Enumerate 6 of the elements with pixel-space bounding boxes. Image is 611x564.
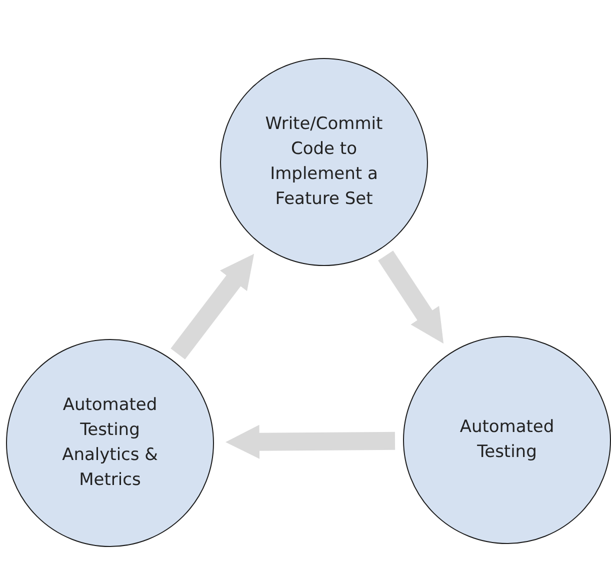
block-arrow xyxy=(378,250,444,344)
block-arrow xyxy=(170,254,254,360)
node-label: Automated Testing Analytics & Metrics xyxy=(61,394,159,492)
block-arrow xyxy=(225,424,396,459)
node-label: Automated Testing xyxy=(458,416,556,464)
node-label: Write/Commit Code to Implement a Feature Set xyxy=(264,113,384,211)
